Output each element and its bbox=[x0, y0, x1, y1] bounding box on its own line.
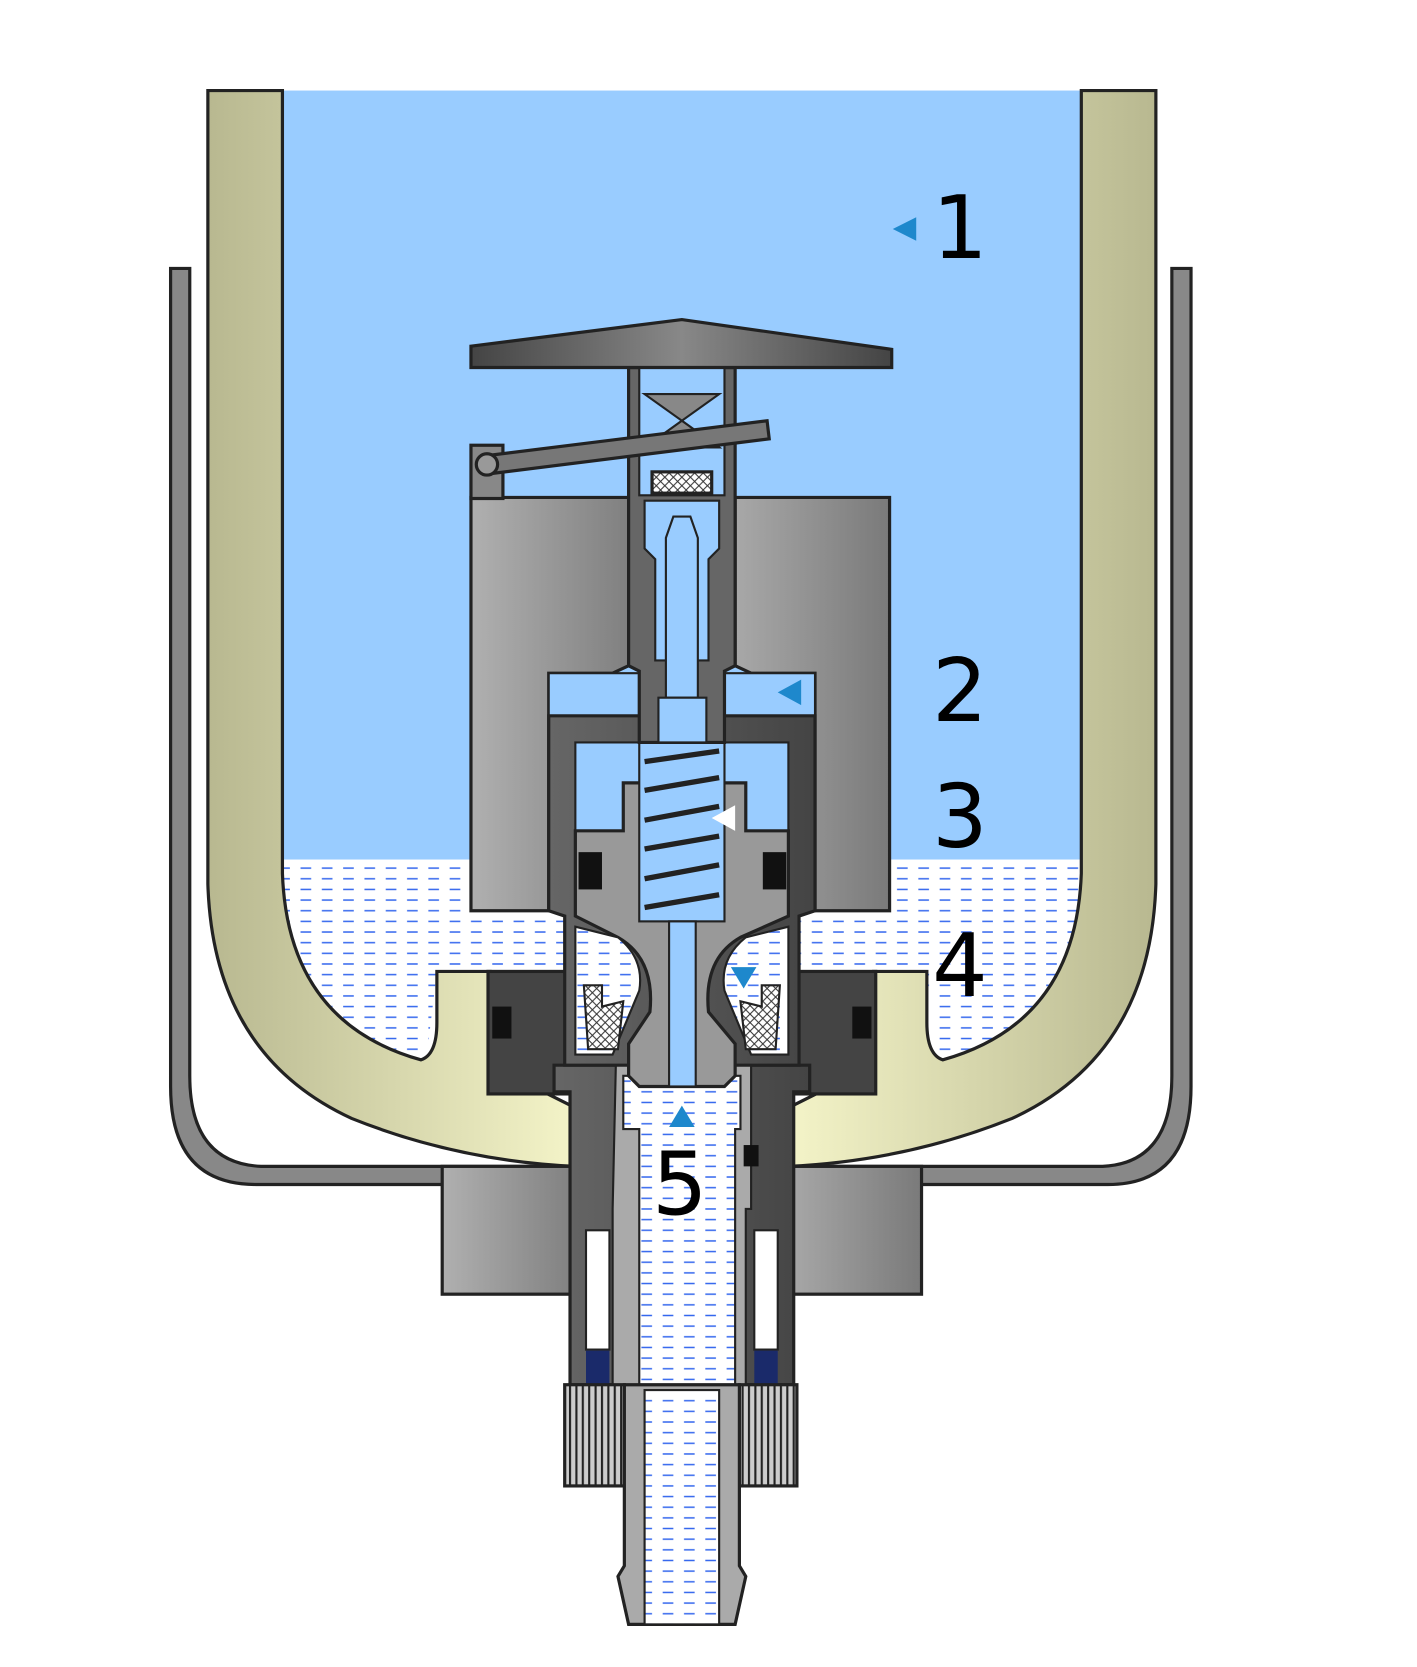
window-right bbox=[753, 1229, 779, 1351]
hose-fluid bbox=[643, 1388, 721, 1626]
window-left bbox=[584, 1229, 611, 1351]
arrow-marker-4 bbox=[730, 967, 757, 989]
arrow-marker-2 bbox=[777, 679, 802, 706]
o-ring bbox=[762, 852, 787, 890]
blue-ring bbox=[754, 1350, 778, 1385]
float-cap bbox=[469, 317, 894, 370]
o-ring bbox=[578, 852, 602, 890]
blue-ring bbox=[586, 1350, 610, 1385]
needle bbox=[664, 515, 699, 699]
base-block-left bbox=[440, 1164, 577, 1296]
label-2: 2 bbox=[932, 640, 988, 742]
arrow-marker-1 bbox=[892, 217, 917, 241]
o-ring bbox=[743, 1145, 759, 1167]
o-ring bbox=[492, 1006, 512, 1039]
label-5: 5 bbox=[652, 1133, 708, 1235]
needle-shaft bbox=[668, 920, 697, 1088]
label-3: 3 bbox=[932, 766, 988, 868]
knurled-nut-right bbox=[737, 1383, 799, 1488]
label-4: 4 bbox=[932, 915, 988, 1017]
stem-lower bbox=[657, 696, 708, 744]
lip-seal-right bbox=[739, 984, 782, 1051]
filter-element bbox=[650, 470, 714, 495]
spring-icon bbox=[644, 748, 720, 911]
base-block-right bbox=[786, 1164, 924, 1296]
arrow-marker-5 bbox=[669, 1105, 695, 1127]
arrow-marker-3 bbox=[711, 805, 736, 831]
o-ring bbox=[852, 1006, 872, 1039]
label-1: 1 bbox=[932, 177, 988, 279]
lip-seal-left bbox=[582, 984, 625, 1051]
outer-tray bbox=[168, 266, 1193, 1187]
lever-pivot bbox=[474, 452, 500, 477]
knurled-nut-left bbox=[563, 1383, 626, 1488]
